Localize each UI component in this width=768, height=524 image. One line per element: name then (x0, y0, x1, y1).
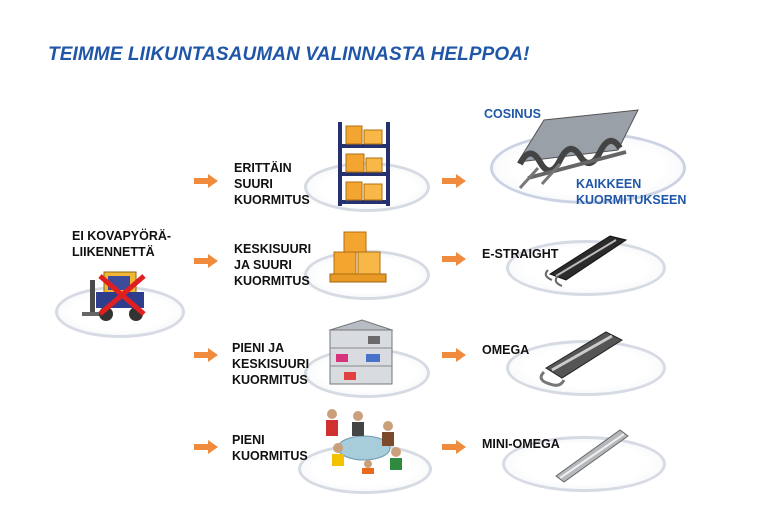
parking-garage-icon (328, 319, 394, 385)
arrow-right-icon (194, 440, 218, 454)
product-ellipse (506, 240, 666, 296)
arrow-right-icon (194, 254, 218, 268)
cosinus-joint-icon (517, 109, 639, 190)
start-label: EI KOVAPYÖRÄ- LIIKENNETTÄ (72, 229, 172, 259)
e-straight-joint-icon (544, 235, 628, 287)
product-label-cosinus: COSINUS (484, 107, 541, 121)
arrow-right-icon (442, 440, 466, 454)
pallet-rack-icon (338, 122, 390, 206)
boxes-on-pallet-icon (329, 231, 387, 283)
arrow-right-icon (194, 348, 218, 362)
mini-omega-joint-icon (555, 429, 629, 483)
meeting-people-icon (326, 409, 402, 474)
page-title: TEIMME LIIKUNTASAUMAN VALINNASTA HELPPOA… (48, 44, 530, 65)
product-label-mini-omega: MINI-OMEGA (482, 437, 560, 451)
omega-joint-icon (539, 331, 624, 387)
product-label-e-straight: E-STRAIGHT (482, 247, 559, 261)
forklift-crossed-icon (82, 271, 146, 321)
product-label-omega: OMEGA (482, 343, 530, 357)
arrow-right-icon (442, 348, 466, 362)
arrow-right-icon (442, 252, 466, 266)
arrow-right-icon (442, 174, 466, 188)
arrow-right-icon (194, 174, 218, 188)
